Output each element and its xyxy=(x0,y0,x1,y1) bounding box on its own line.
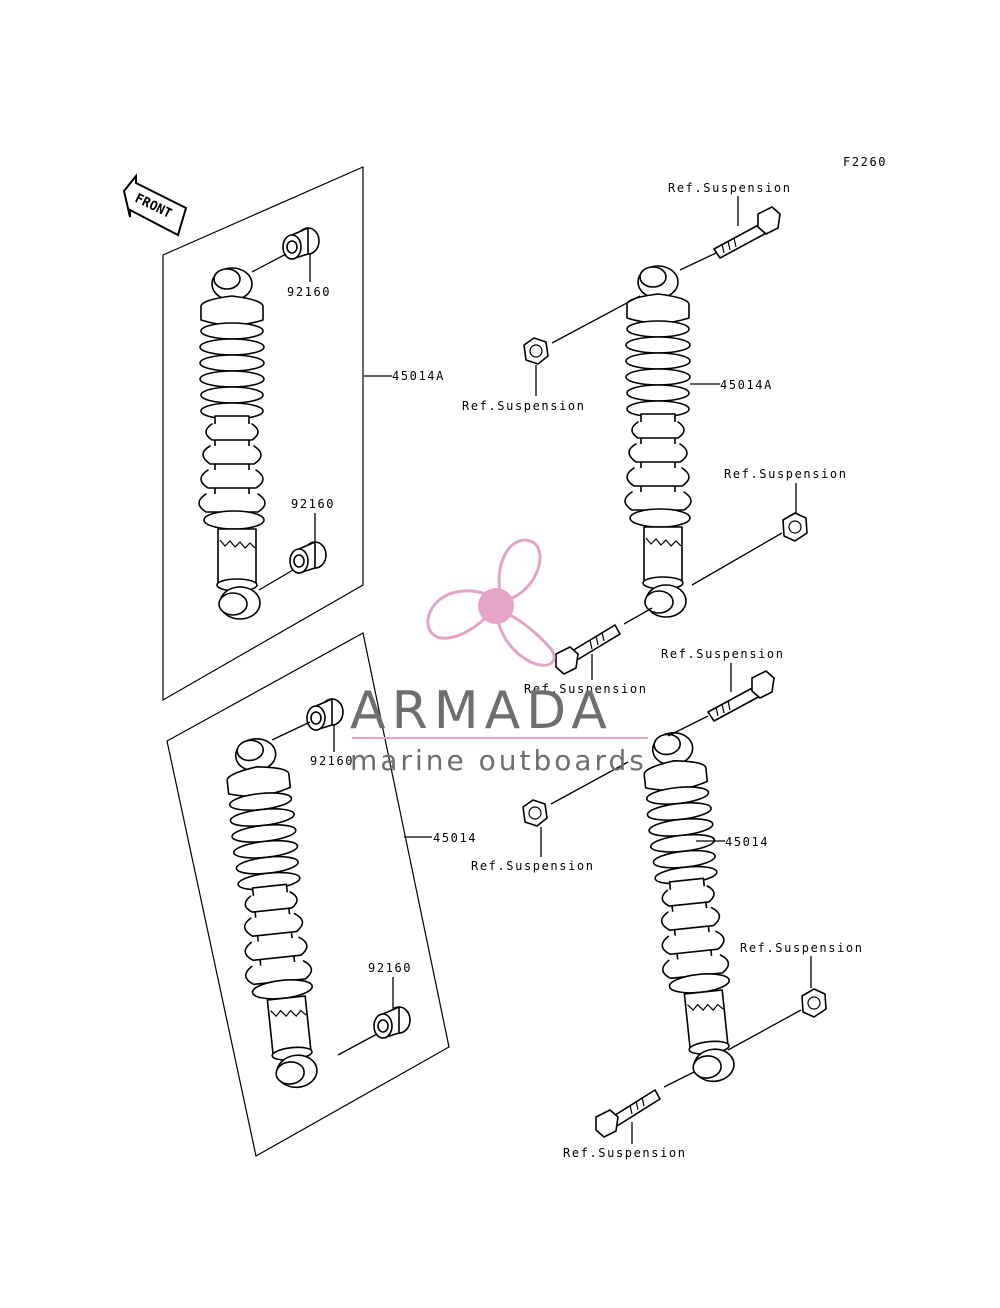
shock-absorber-45014A-right xyxy=(624,265,692,618)
label-92160-left-top: 92160 xyxy=(287,285,331,299)
front-arrow-icon: FRONT xyxy=(122,173,188,237)
bushing-92160-lower-bottom xyxy=(373,1006,411,1039)
label-45014-right: 45014 xyxy=(725,835,769,849)
armada-watermark: ARMADA marine outboards xyxy=(350,538,648,777)
shock-absorber-45014-right xyxy=(643,732,735,1083)
shock-absorber-45014-left xyxy=(226,738,318,1089)
nut-top-right-upper xyxy=(523,337,549,365)
figure-code: F2260 xyxy=(843,155,887,169)
watermark-tagline: marine outboards xyxy=(350,744,647,777)
bushing-92160-lower-top xyxy=(306,698,344,731)
label-ref-suspension-8: Ref.Suspension xyxy=(563,1146,687,1160)
label-45014-left: 45014 xyxy=(433,831,477,845)
collar-bottom-right-upper xyxy=(782,512,808,542)
assembly-box-lower xyxy=(166,632,450,1157)
label-ref-suspension-2: Ref.Suspension xyxy=(462,399,586,413)
label-92160-left-bottom: 92160 xyxy=(291,497,335,511)
bushing-92160-left-bottom xyxy=(289,541,327,574)
label-92160-lower-bottom: 92160 xyxy=(368,961,412,975)
propeller-logo-icon xyxy=(426,538,556,667)
label-ref-suspension-5: Ref.Suspension xyxy=(661,647,785,661)
bolt-top-right-lower xyxy=(707,670,775,722)
bolt-bottom-right-upper xyxy=(555,624,621,675)
label-ref-suspension-7: Ref.Suspension xyxy=(740,941,864,955)
assembly-box-upper xyxy=(162,166,364,702)
collar-bottom-right-lower xyxy=(801,988,827,1018)
watermark-brand: ARMADA xyxy=(350,681,613,741)
bushing-92160-left-top xyxy=(282,227,320,260)
label-ref-suspension-3: Ref.Suspension xyxy=(724,467,848,481)
label-ref-suspension-4: Ref.Suspension xyxy=(524,682,648,696)
label-ref-suspension-6: Ref.Suspension xyxy=(471,859,595,873)
nut-top-right-lower xyxy=(522,799,548,827)
bolt-top-right-upper xyxy=(713,206,781,259)
shock-absorber-45014A-left xyxy=(198,267,266,620)
label-ref-suspension-1: Ref.Suspension xyxy=(668,181,792,195)
label-45014A-right: 45014A xyxy=(720,378,773,392)
label-45014A-left: 45014A xyxy=(392,369,445,383)
label-92160-lower-top: 92160 xyxy=(310,754,354,768)
bolt-bottom-right-lower xyxy=(595,1089,661,1138)
